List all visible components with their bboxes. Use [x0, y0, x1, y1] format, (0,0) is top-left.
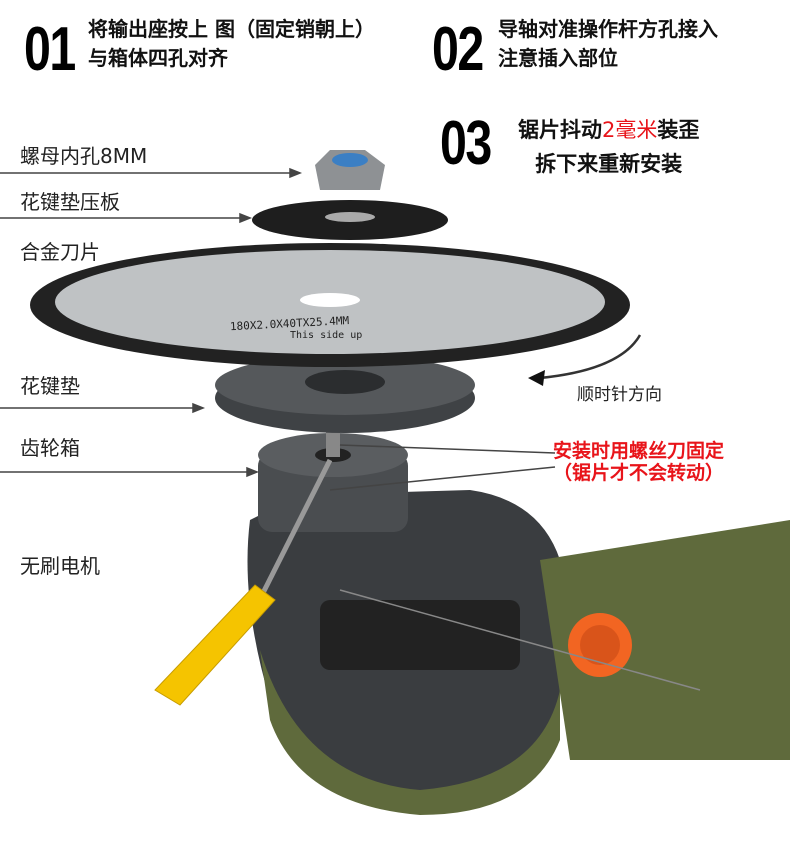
- label-motor: 无刷电机: [20, 554, 100, 578]
- motor-base-green: [260, 650, 560, 815]
- label-blade: 合金刀片: [20, 240, 100, 264]
- rotation-direction-label: 顺时针方向: [577, 385, 662, 405]
- step-line: 导轴对准操作杆方孔接入: [498, 17, 718, 41]
- label-gearbox: 齿轮箱: [20, 436, 80, 460]
- text: 装歪: [657, 118, 700, 142]
- screwdriver-note: 安装时用螺丝刀固定 （锯片才不会转动）: [553, 440, 724, 484]
- screwdriver-shaft: [259, 458, 333, 597]
- saw-blade-part: [30, 243, 630, 367]
- label-nut: 螺母内孔8MM: [20, 144, 148, 168]
- step-number: 03: [440, 109, 492, 178]
- note-line: （锯片才不会转动）: [553, 462, 725, 484]
- handle: [540, 520, 790, 760]
- label-spline-plate: 花键垫压板: [20, 190, 120, 214]
- step-line: 锯片抖动2毫米装歪: [518, 113, 699, 147]
- step-2-text: 导轴对准操作杆方孔接入 注意插入部位: [498, 15, 718, 73]
- step-line: 拆下来重新安装: [535, 152, 683, 176]
- step-line: 注意插入部位: [498, 46, 618, 70]
- vent-grille: [320, 600, 520, 670]
- clockwise-arrow: [539, 334, 642, 380]
- text: 锯片抖动: [518, 118, 602, 142]
- blade-spec-marking: 180X2.0X40TX25.4MM: [230, 314, 350, 333]
- blade-side-marking: This side up: [290, 330, 362, 341]
- note-line: 安装时用螺丝刀固定: [553, 440, 725, 462]
- step-number: 02: [432, 15, 484, 84]
- pointer-arrows: [0, 167, 701, 691]
- label-spline-pad: 花键垫: [20, 374, 80, 398]
- step-line: 将输出座按上 图（固定销朝上）: [88, 17, 375, 41]
- screwdriver-handle: [154, 584, 276, 706]
- step-1-text: 将输出座按上 图（固定销朝上） 与箱体四孔对齐: [88, 15, 375, 73]
- step-3-text: 锯片抖动2毫米装歪 拆下来重新安装: [518, 113, 699, 181]
- highlight-text: 2毫米: [602, 118, 658, 142]
- step-line: 与箱体四孔对齐: [88, 46, 228, 70]
- step-number: 01: [24, 15, 76, 84]
